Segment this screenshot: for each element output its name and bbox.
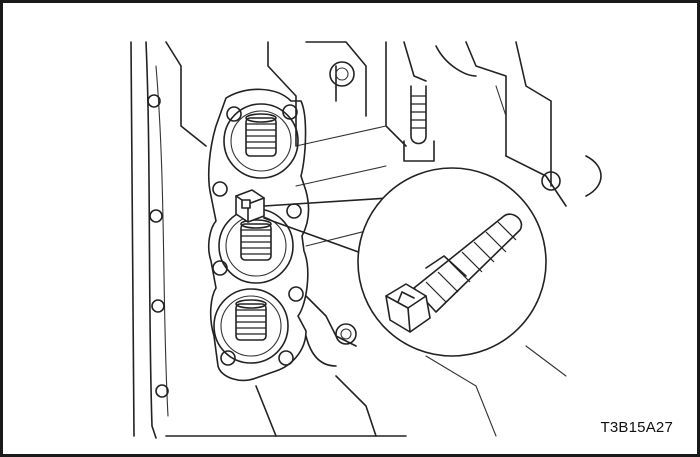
bolt-head-small bbox=[235, 189, 265, 223]
detail-magnifier bbox=[357, 167, 547, 357]
solenoid-plate bbox=[207, 88, 310, 382]
pipe-fitting bbox=[403, 41, 435, 162]
solenoid-bore-3 bbox=[213, 288, 289, 364]
case-housing bbox=[130, 41, 602, 439]
bolt-magnified bbox=[385, 213, 523, 333]
leader-lines bbox=[263, 197, 389, 255]
figure-code-label: T3B15A27 bbox=[600, 419, 673, 436]
solenoid-bore-2 bbox=[218, 208, 294, 284]
solenoid-bore-1 bbox=[223, 103, 299, 179]
technical-illustration bbox=[130, 41, 602, 439]
